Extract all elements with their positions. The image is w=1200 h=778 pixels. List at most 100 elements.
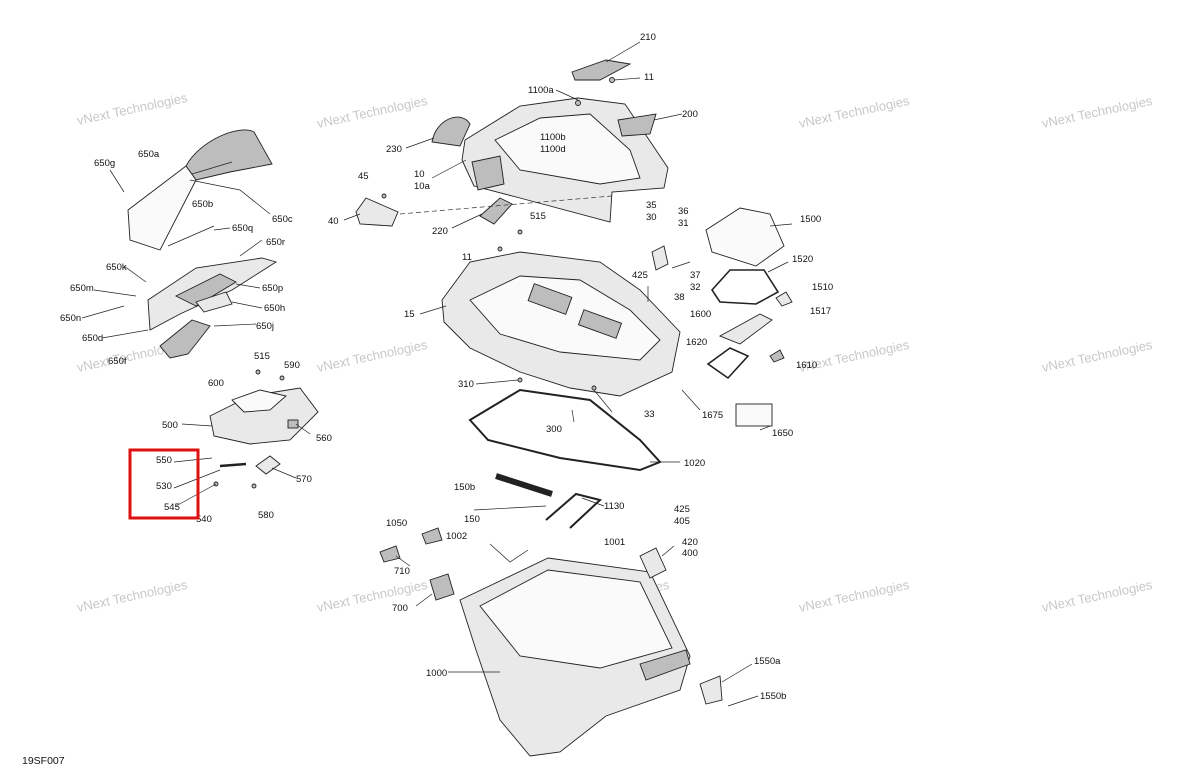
callout-650f: 650f [108, 356, 127, 367]
callout-150: 150 [464, 514, 480, 525]
leader-line [343, 213, 361, 221]
leader-line [653, 113, 683, 121]
callout-515: 515 [254, 351, 270, 362]
part-1050-clip [421, 527, 443, 545]
leader-line [475, 379, 519, 385]
callout-11: 11 [462, 252, 472, 263]
leader-line [571, 409, 575, 423]
leader-line [395, 555, 411, 567]
part-650c-rod [189, 179, 271, 215]
part-1520-gasket [710, 269, 780, 305]
part-300-seal [468, 388, 662, 472]
callout-400: 400 [682, 548, 698, 559]
watermark: vNext Technologies [316, 577, 430, 615]
leader-line [109, 169, 125, 193]
callout-650r: 650r [266, 237, 285, 248]
callout-650a: 650a [138, 149, 160, 160]
callout-1600: 1600 [690, 309, 711, 320]
callout-1000: 1000 [426, 668, 447, 679]
part-530-rod [219, 462, 247, 468]
leader-line [213, 227, 231, 231]
callout-150b: 150b [454, 482, 475, 493]
right-parts-group [647, 207, 793, 427]
callout-labels: 210 11 1100a 200 230 1100b 1100d 10 10a … [60, 32, 833, 702]
callout-1020: 1020 [684, 458, 705, 469]
leader-line [473, 505, 547, 511]
leader-line [81, 305, 125, 319]
callout-700: 700 [392, 603, 408, 614]
leader-line [593, 389, 613, 413]
leader-line [415, 593, 433, 607]
part-10-inner [494, 113, 641, 185]
callout-1610: 1610 [796, 360, 817, 371]
highlight-box [128, 448, 200, 520]
callout-540: 540 [196, 514, 212, 525]
part-710-clip [379, 545, 401, 563]
watermark: vNext Technologies [76, 90, 190, 128]
callout-405: 405 [674, 516, 690, 527]
watermark: vNext Technologies [1041, 337, 1155, 375]
callout-37: 37 [690, 270, 701, 281]
leader-lines [81, 41, 793, 707]
callout-1130: 1130 [604, 501, 624, 512]
callout-600: 600 [208, 378, 224, 389]
callout-45: 45 [358, 171, 369, 182]
callout-515: 515 [530, 211, 546, 222]
part-230-lens [431, 116, 471, 147]
leader-line [431, 159, 467, 179]
callout-650m: 650m [70, 283, 94, 294]
part-310-screw [517, 377, 523, 383]
callout-1520: 1520 [792, 254, 813, 265]
leader-line [767, 261, 789, 273]
part-560-latch [287, 419, 299, 429]
callout-550: 550 [156, 455, 172, 466]
callout-1100a: 1100a [528, 85, 554, 96]
callout-1100d: 1100d [540, 144, 566, 155]
callout-570: 570 [296, 474, 312, 485]
leader-line [271, 467, 297, 479]
callout-1050: 1050 [386, 518, 407, 529]
assembly-line [399, 195, 613, 215]
leader-line [405, 137, 435, 149]
part-10-vent [471, 155, 505, 191]
leader-line [727, 695, 759, 707]
leader-line [101, 329, 149, 339]
callout-1620: 1620 [686, 337, 707, 348]
callout-40: 40 [328, 216, 339, 227]
leader-line [239, 239, 263, 257]
callout-300: 300 [546, 424, 562, 435]
callout-32: 32 [690, 282, 701, 293]
leader-line [581, 497, 605, 507]
leader-line [175, 483, 217, 507]
part-15-inner [469, 275, 661, 361]
callout-1510: 1510 [812, 282, 833, 293]
callout-310: 310 [458, 379, 474, 390]
callout-650h: 650h [264, 303, 285, 314]
part-580-screw [251, 483, 257, 489]
callout-1500: 1500 [800, 214, 821, 225]
part-650a-frame [127, 165, 197, 251]
leader-line [769, 223, 793, 227]
part-150-rod [495, 473, 553, 497]
callout-590: 590 [284, 360, 300, 371]
callout-650c: 650c [272, 214, 293, 225]
part-700-block [429, 573, 455, 601]
leader-line [419, 305, 447, 315]
leader-line [721, 663, 753, 683]
leader-line [213, 323, 257, 327]
callout-1550a: 1550a [754, 656, 781, 667]
part-650p-inner [174, 273, 237, 307]
part-515-screw [255, 369, 261, 375]
callout-36: 36 [678, 206, 689, 217]
part-15-rib [577, 309, 623, 339]
callout-560: 560 [316, 433, 332, 444]
leader-line [661, 545, 675, 557]
part-1130-strap [545, 492, 603, 529]
part-650b-rod [167, 225, 215, 247]
callout-30: 30 [646, 212, 657, 223]
part-210-trim [571, 59, 632, 81]
part-1610-clip [769, 349, 785, 363]
callout-1100b: 1100b [540, 132, 566, 143]
callout-650n: 650n [60, 313, 81, 324]
